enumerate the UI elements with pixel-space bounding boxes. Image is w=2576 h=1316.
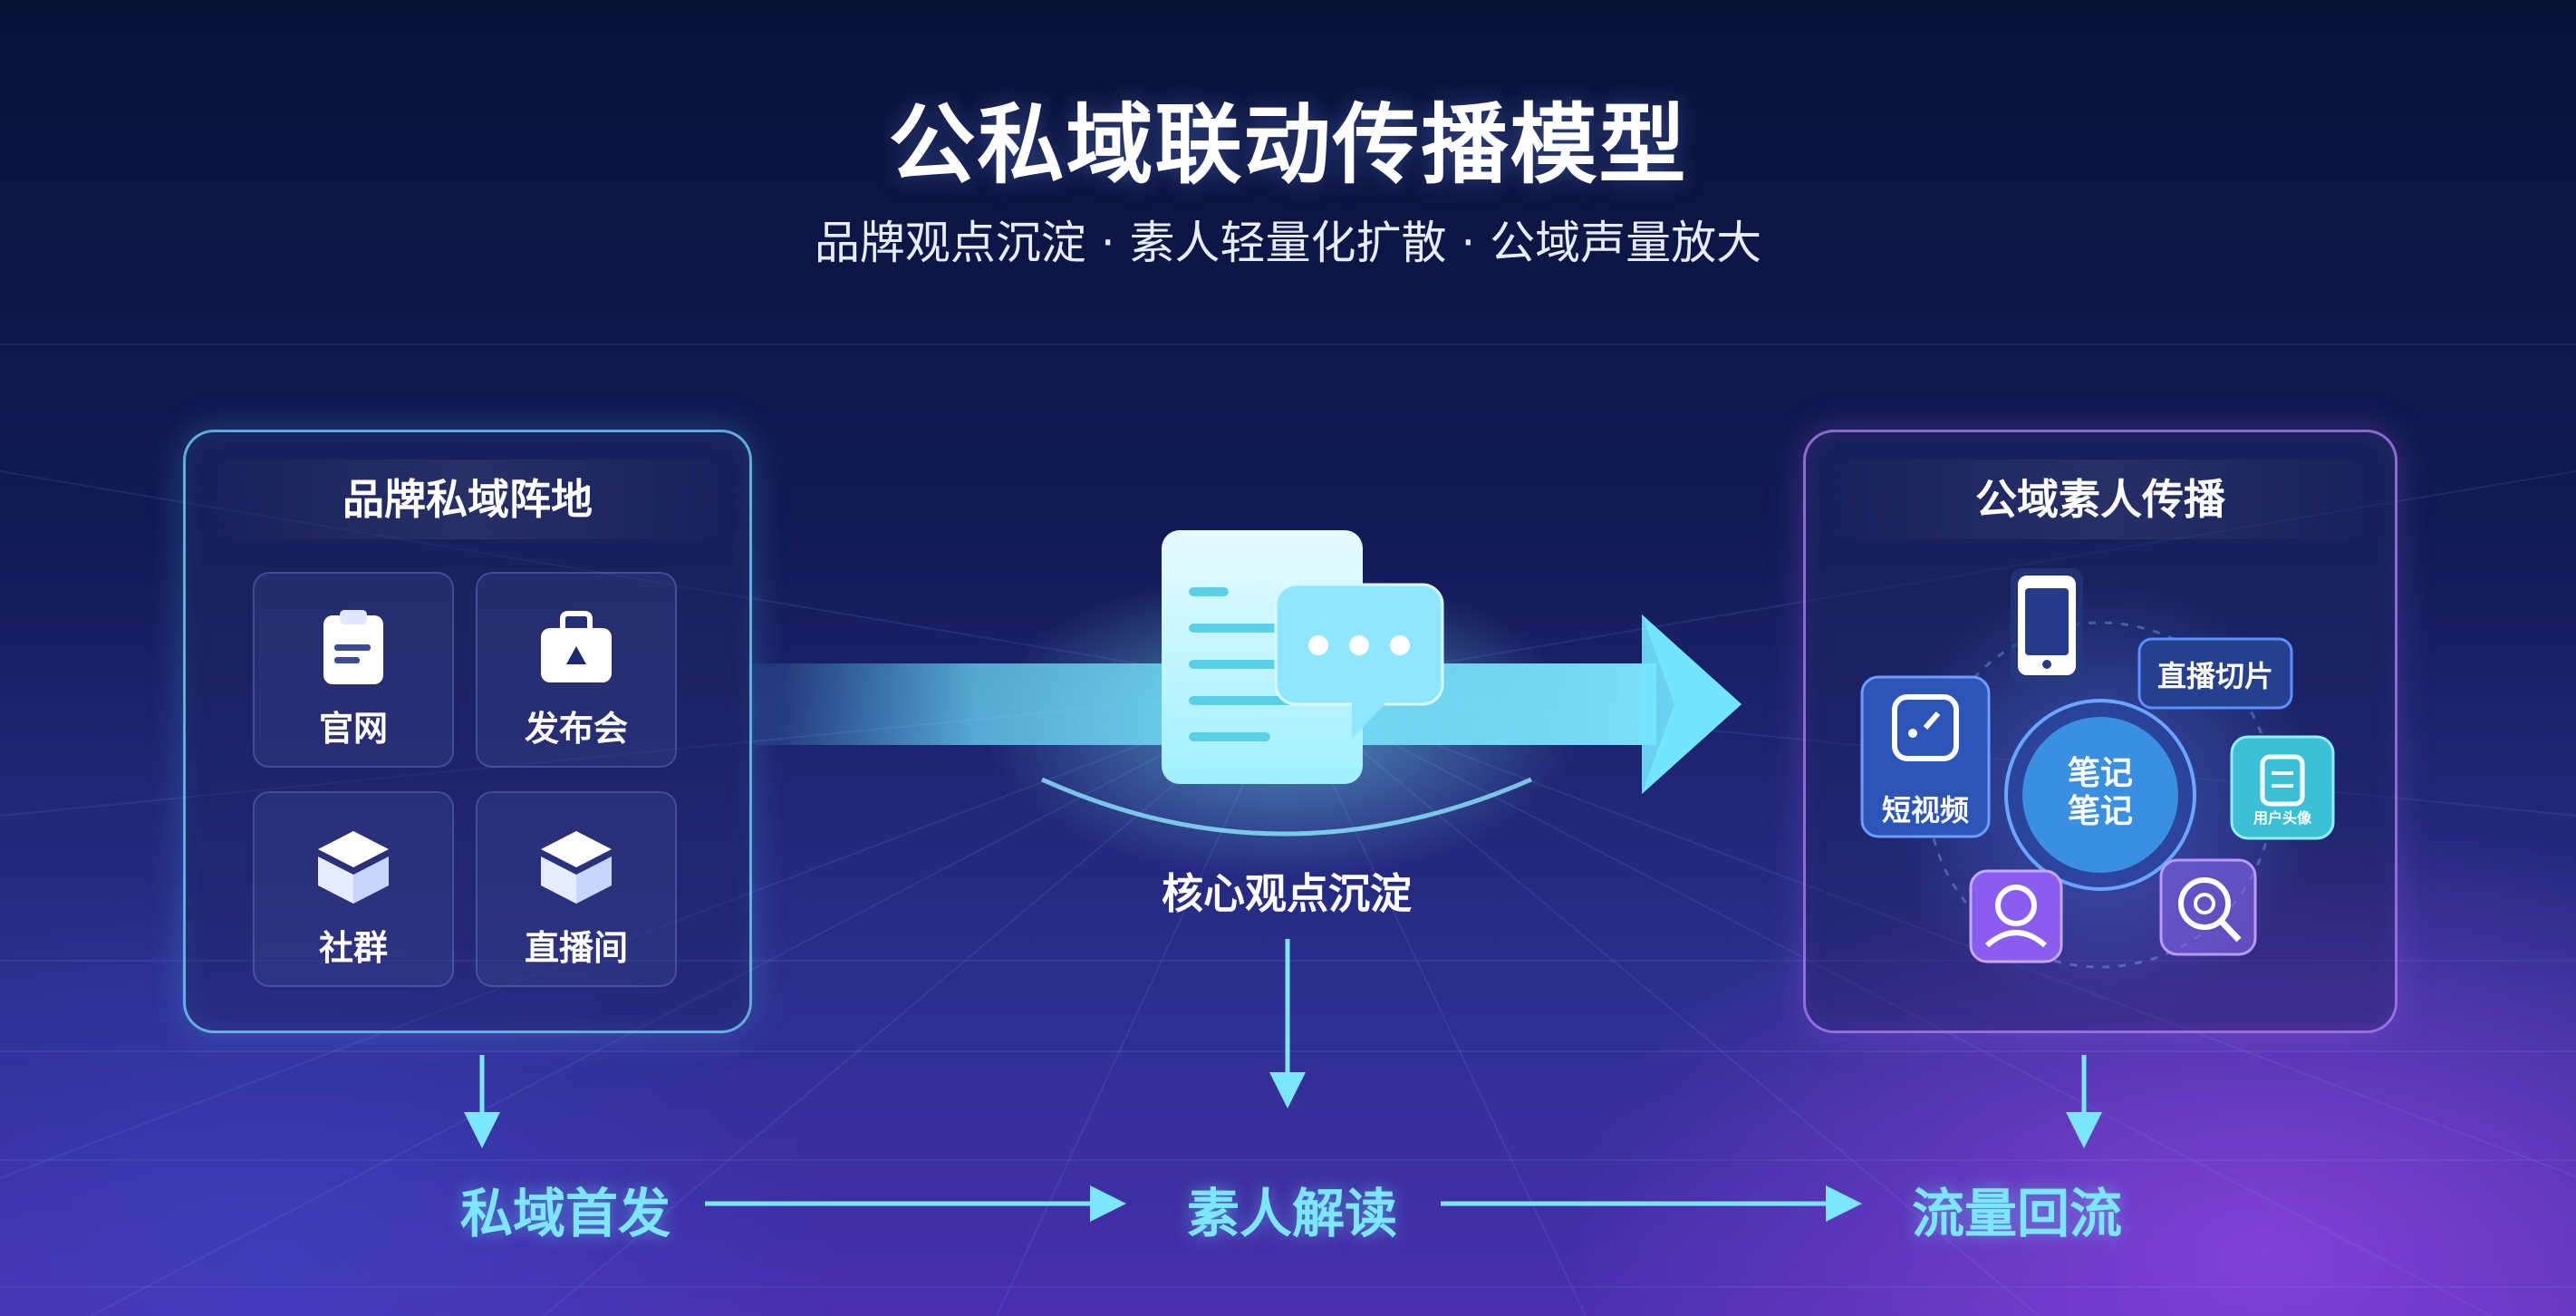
page-subtitle: 品牌观点沉淀 · 素人轻量化扩散 · 公域声量放大 <box>814 217 1762 269</box>
clipboard-icon <box>323 610 383 684</box>
flow-step-kol-interpret: 素人解读 <box>1187 1183 1398 1244</box>
public-spread-title: 公域素人传播 <box>1824 460 2377 539</box>
hub-notes: 笔记 笔记 <box>2037 755 2164 831</box>
cube-icon <box>541 831 612 904</box>
page-title: 公私域联动传播模型 <box>888 94 1688 196</box>
node-user-share: 用户头像 <box>2253 809 2311 827</box>
cube-icon <box>318 831 389 904</box>
hub-line: 笔记 <box>2067 755 2133 792</box>
tile-website[interactable]: 官网 <box>253 572 454 768</box>
phone-icon <box>2011 568 2083 682</box>
tile-community[interactable]: 社群 <box>253 791 454 987</box>
core-viewpoint-label: 核心观点沉淀 <box>1162 869 1412 918</box>
user-icon <box>1985 885 2047 948</box>
clock-icon <box>1892 694 1959 761</box>
public-spread-panel: 公域素人传播 <box>1803 430 2398 1033</box>
doc-icon <box>2260 754 2305 807</box>
spread-network <box>1860 568 2335 1012</box>
node-short-video: 短视频 <box>1881 793 1969 827</box>
briefcase-icon <box>541 611 612 682</box>
tile-label: 直播间 <box>524 928 628 968</box>
flow-step-private-first: 私域首发 <box>460 1183 671 1244</box>
tile-label: 社群 <box>318 928 388 968</box>
node-live-clip: 直播切片 <box>2156 659 2273 693</box>
tile-live-room[interactable]: 直播间 <box>476 791 677 987</box>
tile-launch-event[interactable]: 发布会 <box>476 572 677 768</box>
tile-label: 官网 <box>318 709 388 749</box>
flow-step-traffic-return: 流量回流 <box>1912 1183 2123 1244</box>
search-icon <box>2178 877 2242 943</box>
tile-label: 发布会 <box>524 709 628 749</box>
brand-private-panel: 品牌私域阵地 官网 发布会 社群 直播间 <box>183 430 752 1033</box>
hub-line: 笔记 <box>2067 793 2133 830</box>
brand-private-title: 品牌私域阵地 <box>204 460 731 539</box>
